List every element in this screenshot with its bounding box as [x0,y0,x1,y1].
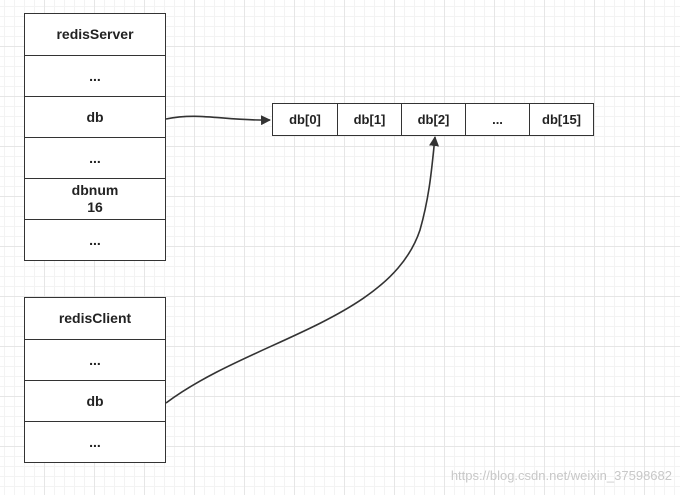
struct-field-dbnum: dbnum 16 [25,178,165,219]
field-label: ... [89,231,101,248]
db-slot: ... [465,104,529,135]
struct-field: ... [25,339,165,380]
field-label: db [86,392,104,409]
field-label: db [86,108,104,125]
struct-field-db: db [25,380,165,421]
struct-field: ... [25,55,165,96]
db-array: db[0] db[1] db[2] ... db[15] [272,103,594,136]
watermark: https://blog.csdn.net/weixin_37598682 [450,468,672,483]
struct-name-label: redisServer [56,26,134,42]
field-label: dbnum 16 [71,182,119,215]
server-db-arrow [165,115,271,126]
struct-field-db: db [25,96,165,137]
field-label: ... [89,351,101,368]
struct-header: redisClient [25,298,165,339]
struct-header: redisServer [25,14,165,55]
db-slot: db[2] [401,104,465,135]
field-label: ... [89,67,101,84]
client-db-arrow [165,136,440,404]
db-slot: db[1] [337,104,401,135]
struct-field: ... [25,137,165,178]
db-slot: db[0] [289,112,321,127]
struct-field: ... [25,219,165,260]
field-label: ... [89,149,101,166]
db-slot: db[15] [529,104,593,135]
redis-server-struct: redisServer ... db ... dbnum 16 ... [24,13,166,261]
struct-name-label: redisClient [58,310,132,326]
field-label: ... [89,433,101,450]
struct-field: ... [25,421,165,462]
redis-client-struct: redisClient ... db ... [24,297,166,463]
